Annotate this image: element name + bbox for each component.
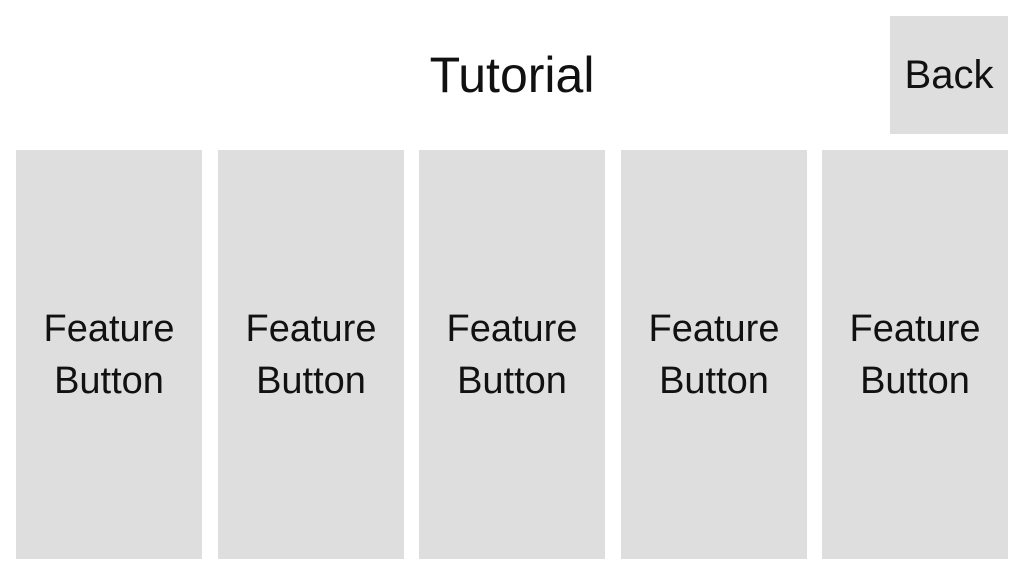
page-title: Tutorial [429, 47, 595, 103]
back-button[interactable]: Back [890, 16, 1008, 134]
